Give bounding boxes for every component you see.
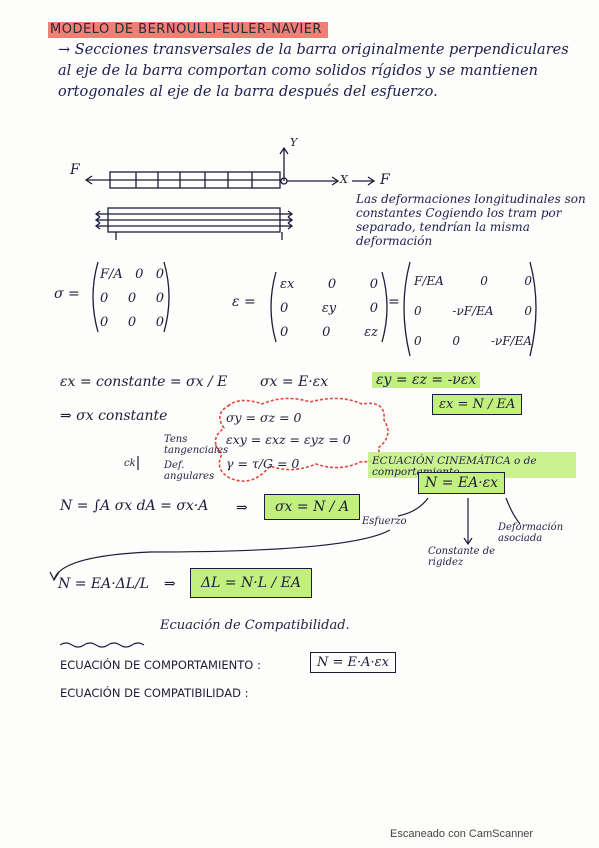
sigma-cell: 0 [155, 290, 164, 306]
sigma-cell: 0 [155, 266, 164, 282]
epsilon-cell: εx [280, 276, 295, 292]
equals-sign: = [388, 294, 400, 310]
epsilon-value-cell: 0 [414, 304, 422, 318]
epsilon-cell: 0 [327, 276, 337, 292]
axis-x-label: X [340, 173, 348, 186]
n-ea-dl-equation: N = EA·ΔL/L [58, 576, 150, 592]
implies-arrow: ⇒ [236, 500, 248, 516]
delta-l-box: ΔL = N·L / EA [190, 568, 312, 598]
cloud-eq-1: σy = σz = 0 [226, 410, 302, 425]
page-title: MODELO DE BERNOULLI-EULER-NAVIER [48, 22, 328, 38]
ex-constante: εx = constante = σx / E [60, 374, 228, 390]
ex-box-equation: εx = N / EA [432, 394, 523, 415]
compatibilidad-caption: Ecuación de Compatibilidad. [160, 618, 350, 633]
epsilon-cell: εz [364, 324, 378, 340]
intro-text: Secciones transversales de la barra orig… [58, 42, 569, 100]
cloud-eq-3: γ = τ/G = 0 [226, 456, 300, 471]
sigma-label: σ = [54, 286, 80, 302]
sigma-x-constante: ⇒ σx constante [60, 408, 168, 424]
n-integral-equation: N = ∫A σx dA = σx·A [60, 498, 209, 514]
epsilon-value-cell: -νF/EA [452, 304, 494, 318]
epsilon-cell: 0 [280, 300, 289, 316]
intro-arrow: → [58, 42, 75, 58]
ey-equation: εy = εz = -νεx [372, 372, 481, 388]
epsilon-cell: 0 [280, 324, 289, 340]
cloud-outline [214, 397, 389, 482]
sigma-cell: 0 [127, 314, 137, 330]
n-ea-box: N = EA·εx [418, 472, 506, 494]
epsilon-label: ε = [232, 294, 256, 310]
sigma-cell: 0 [155, 314, 164, 330]
epsilon-value-cell: 0 [452, 334, 461, 348]
deformation-note: Las deformaciones longitudinales son con… [356, 192, 586, 248]
cinematica-label: ECUACIÓN CINEMÁTICA o de comportamiento [372, 455, 537, 478]
force-right-label: F [380, 172, 390, 188]
scanner-caption: Escaneado con CamScanner [390, 828, 534, 840]
epsilon-values-matrix: F/EA 0 0 0 -νF/EA 0 0 0 -νF/EA [414, 266, 532, 356]
epsilon-matrix: εx 0 0 0 εy 0 0 0 εz [280, 272, 378, 344]
sigma-x-box: σx = N / A [264, 494, 361, 520]
epsilon-cell: 0 [322, 324, 331, 340]
constante-rigidez-label: Constante de rigidez [428, 546, 496, 568]
epsilon-cell: 0 [369, 300, 378, 316]
implies-arrow-2: ⇒ [164, 576, 176, 592]
comportamiento-label: ECUACIÓN DE COMPORTAMIENTO : [60, 658, 261, 672]
sigma-cell: F/A [100, 266, 123, 282]
epsilon-value-cell: 0 [524, 274, 532, 288]
sigma-matrix: F/A 0 0 0 0 0 0 0 0 [100, 262, 164, 334]
sigma-x-equation: σx = E·εx [260, 374, 329, 390]
sigma-cell: 0 [100, 314, 109, 330]
def-ang-label: Def. angulares [164, 460, 215, 482]
sigma-cell: 0 [135, 266, 144, 282]
compatibilidad-label: ECUACIÓN DE COMPATIBILIDAD : [60, 686, 249, 700]
epsilon-cell: 0 [369, 276, 378, 292]
cloud-eq-2: εxy = εxz = εyz = 0 [226, 432, 351, 447]
epsilon-value-cell: 0 [480, 274, 488, 288]
sigma-cell: 0 [127, 290, 137, 306]
tens-tang-label: Tens tangenciales [164, 434, 229, 456]
force-left-label: F [70, 162, 80, 178]
intro-paragraph: → Secciones transversales de la barra or… [58, 40, 578, 103]
axis-y-label: Y [290, 136, 298, 149]
ck-label: ck [124, 458, 136, 469]
epsilon-value-cell: F/EA [414, 274, 444, 288]
epsilon-cell: εy [321, 300, 337, 316]
epsilon-value-cell: 0 [414, 334, 422, 348]
deformacion-asociada-label: Deformación asociada [498, 522, 564, 544]
comportamiento-equation: N = E·A·εx [310, 652, 396, 673]
sigma-cell: 0 [100, 290, 109, 306]
epsilon-value-cell: 0 [524, 304, 532, 318]
epsilon-value-cell: -νF/EA [490, 334, 532, 348]
esfuerzo-label: Esfuerzo [362, 516, 407, 527]
